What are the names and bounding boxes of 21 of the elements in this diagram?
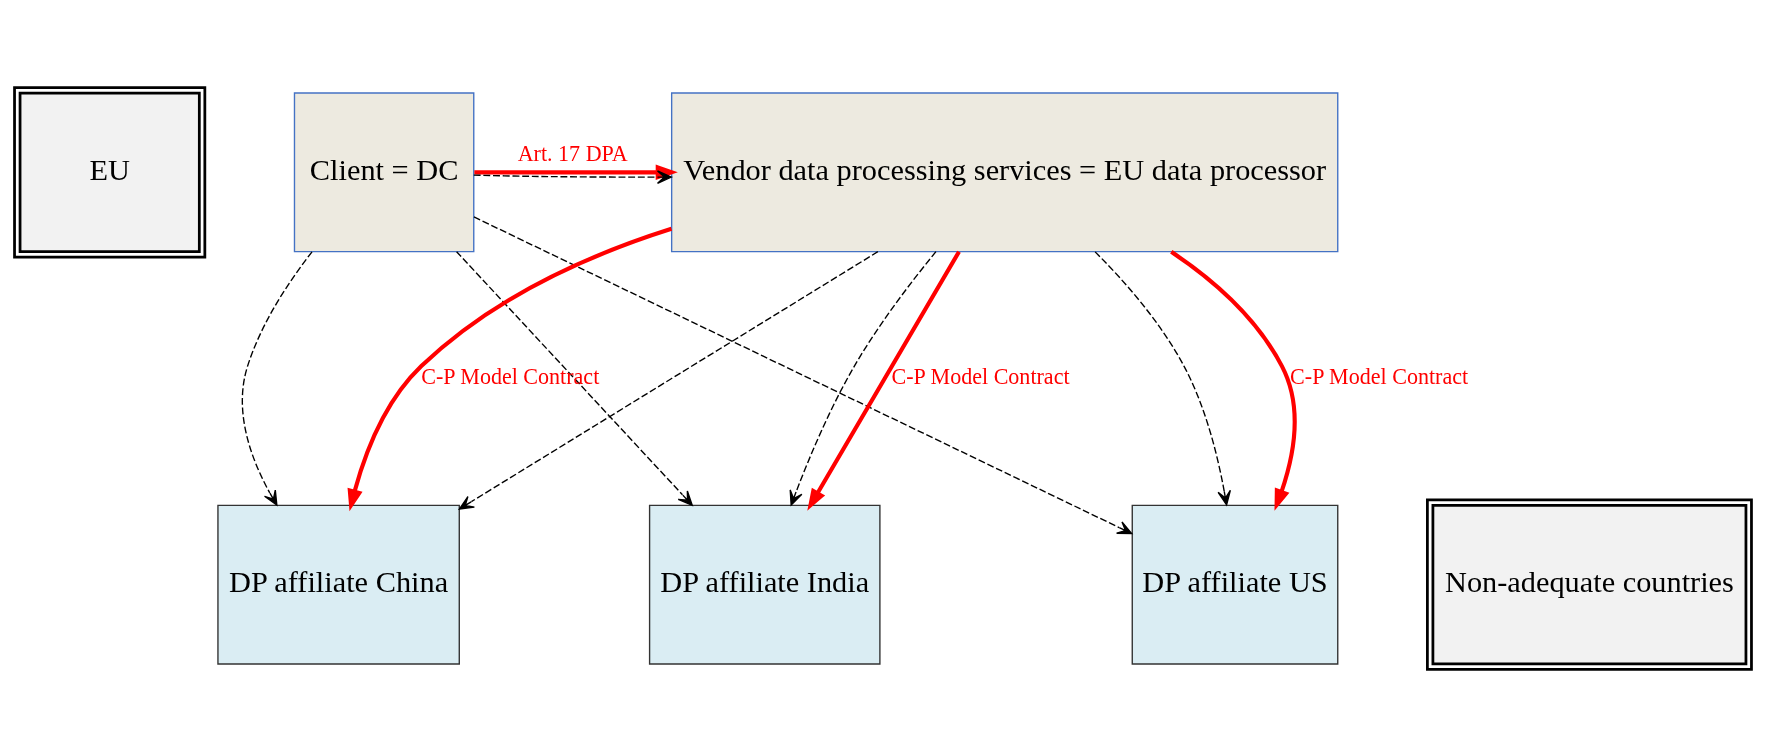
node-box: DP affiliate China — [217, 504, 460, 665]
node-box: EU — [13, 85, 207, 258]
arrow — [473, 169, 673, 184]
arrow — [807, 250, 961, 511]
node-box: DP affiliate India — [648, 504, 881, 665]
arrow — [347, 226, 673, 511]
edge-label: C-P Model Contract — [891, 363, 1070, 389]
arrow — [241, 250, 313, 506]
edge-label: Art. 17 DPA — [517, 140, 628, 166]
node-box: Client = DC — [293, 91, 475, 252]
arrow — [458, 250, 879, 510]
arrow — [473, 215, 1133, 534]
edge-label: C-P Model Contract — [421, 363, 600, 389]
node-box: DP affiliate US — [1131, 504, 1339, 665]
node-box: Vendor data processing services = EU data processor — [670, 91, 1339, 252]
edge-label: C-P Model Contract — [1290, 363, 1469, 389]
arrow — [455, 250, 693, 506]
arrow — [1170, 249, 1297, 511]
arrow — [1094, 250, 1232, 506]
node-box: Non-adequate countries — [1426, 498, 1753, 671]
arrow — [789, 250, 937, 506]
